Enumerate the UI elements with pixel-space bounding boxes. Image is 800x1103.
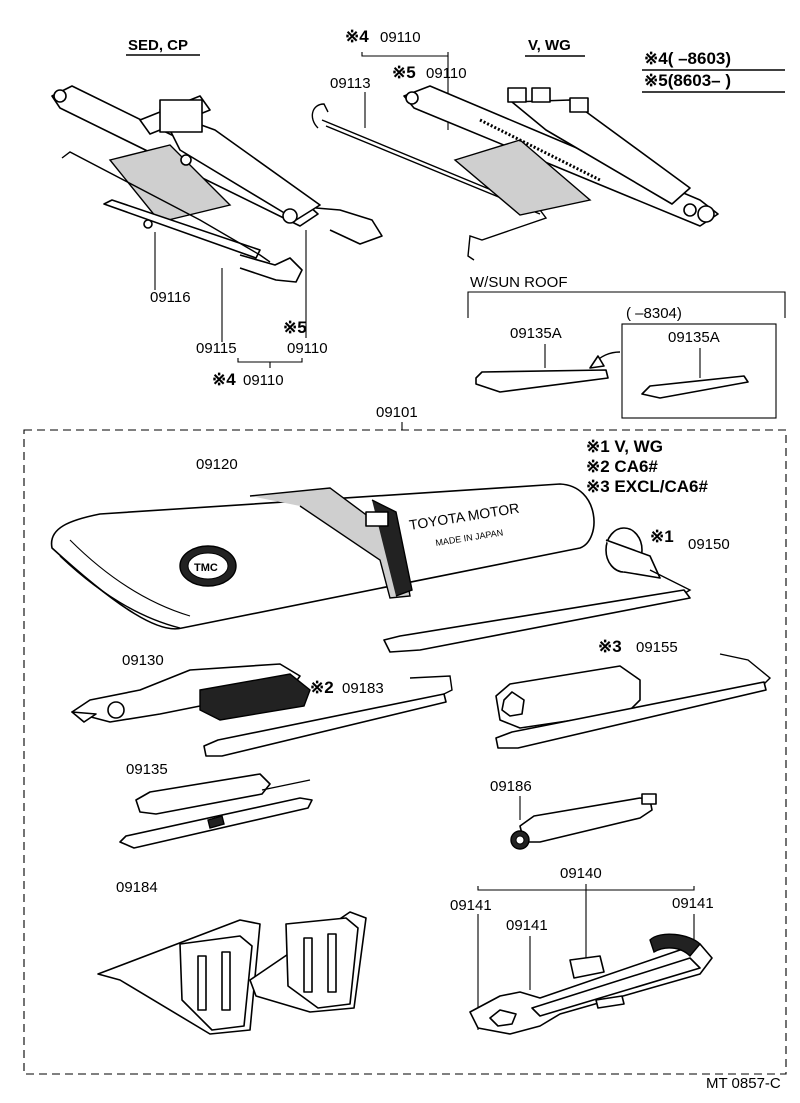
group-label-v-wg: V, WG <box>528 37 571 54</box>
jack-handle-09115 <box>61 151 303 283</box>
part-09110-top5: 09110 <box>426 65 467 82</box>
part-09110-top: 09110 <box>380 29 421 46</box>
bag-logo: TMC <box>194 562 218 574</box>
part-09135: 09135 <box>126 761 168 778</box>
wheel-chocks-09184 <box>97 911 367 1035</box>
scissor-jack-sed-cp <box>51 85 383 245</box>
bracket-09110-b4 <box>237 358 303 363</box>
arrow-head <box>589 355 605 369</box>
mark-5-top: ※5 <box>392 63 416 82</box>
bracket-sun-roof <box>467 291 786 318</box>
date-range-note-4: ※4( –8603) <box>644 49 731 68</box>
part-09130: 09130 <box>122 652 164 669</box>
part-09135A-b: 09135A <box>668 329 720 346</box>
scissor-jack-v-wg <box>403 85 719 227</box>
part-09140: 09140 <box>560 865 602 882</box>
part-09183: 09183 <box>342 680 384 697</box>
wrench-09135A-old <box>641 375 749 399</box>
mark-2: ※2 <box>310 678 334 697</box>
part-09116: 09116 <box>150 289 191 306</box>
pliers-09130 <box>71 663 311 723</box>
tool-bag-09120: TMC TOYOTA MOTOR MADE IN JAPAN <box>50 483 595 630</box>
screwdriver-09135 <box>119 773 313 849</box>
mark-4-bottom: ※4 <box>212 370 236 389</box>
pry-bar-09183 <box>203 675 453 757</box>
part-09135A-a: 09135A <box>510 325 562 342</box>
part-09141-a: 09141 <box>450 897 492 914</box>
footer-code: MT 0857-C <box>706 1075 781 1092</box>
bracket-top <box>361 52 449 57</box>
part-09101: 09101 <box>376 404 418 421</box>
part-09141-c: 09141 <box>672 895 714 912</box>
mark-5-bottom: ※5 <box>283 318 307 337</box>
group-label-w-sun-roof: W/SUN ROOF <box>470 274 568 291</box>
part-09110-b5: 09110 <box>287 340 328 357</box>
mark-1: ※1 <box>650 527 674 546</box>
date-range-note-5: ※5(8603– ) <box>644 71 731 90</box>
spark-plug-wrench-09186 <box>510 793 657 850</box>
part-09120: 09120 <box>196 456 238 473</box>
note-3: ※3 EXCL/CA6# <box>586 477 708 496</box>
part-09115: 09115 <box>196 340 237 357</box>
inset-box-8304 <box>621 323 777 419</box>
part-09150: 09150 <box>688 536 730 553</box>
part-09186: 09186 <box>490 778 532 795</box>
note-2: ※2 CA6# <box>586 457 658 476</box>
part-09155: 09155 <box>636 639 678 656</box>
group-label-sed-cp: SED, CP <box>128 37 188 54</box>
part-09184: 09184 <box>116 879 158 896</box>
part-09113: 09113 <box>330 75 371 92</box>
spanners-09141 <box>469 933 713 1035</box>
lug-wrench-09150 <box>383 527 692 653</box>
tool-kit-border <box>23 429 787 1075</box>
lug-wrench-09155 <box>495 653 772 749</box>
note-1: ※1 V, WG <box>586 437 663 456</box>
date-range-8304: ( –8304) <box>626 305 682 322</box>
mark-3: ※3 <box>598 637 622 656</box>
jack-handle-09116 <box>103 199 261 259</box>
wrench-09135A <box>475 369 609 393</box>
mark-4-top: ※4 <box>345 27 369 46</box>
part-09110-b4: 09110 <box>243 372 284 389</box>
part-09141-b: 09141 <box>506 917 548 934</box>
